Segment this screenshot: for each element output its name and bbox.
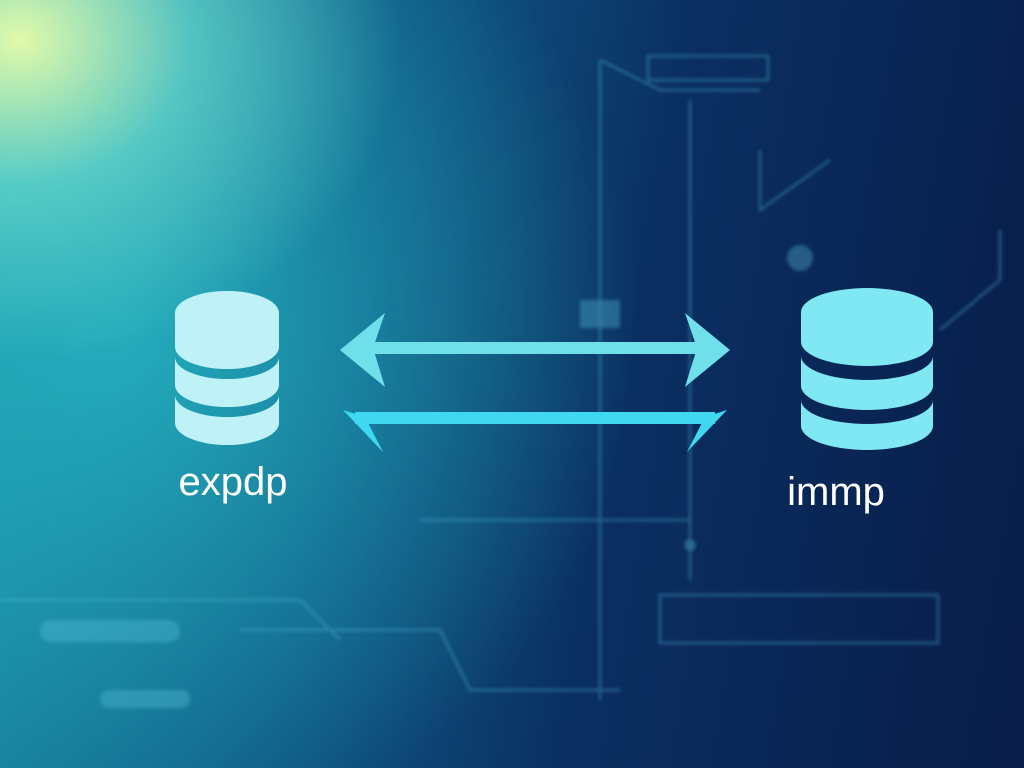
left-database-icon — [175, 291, 279, 445]
right-database-label: immp — [787, 470, 885, 514]
bidirectional-arrow-icon — [340, 313, 730, 452]
left-database-label: expdp — [178, 460, 288, 504]
right-database-icon — [801, 288, 933, 450]
